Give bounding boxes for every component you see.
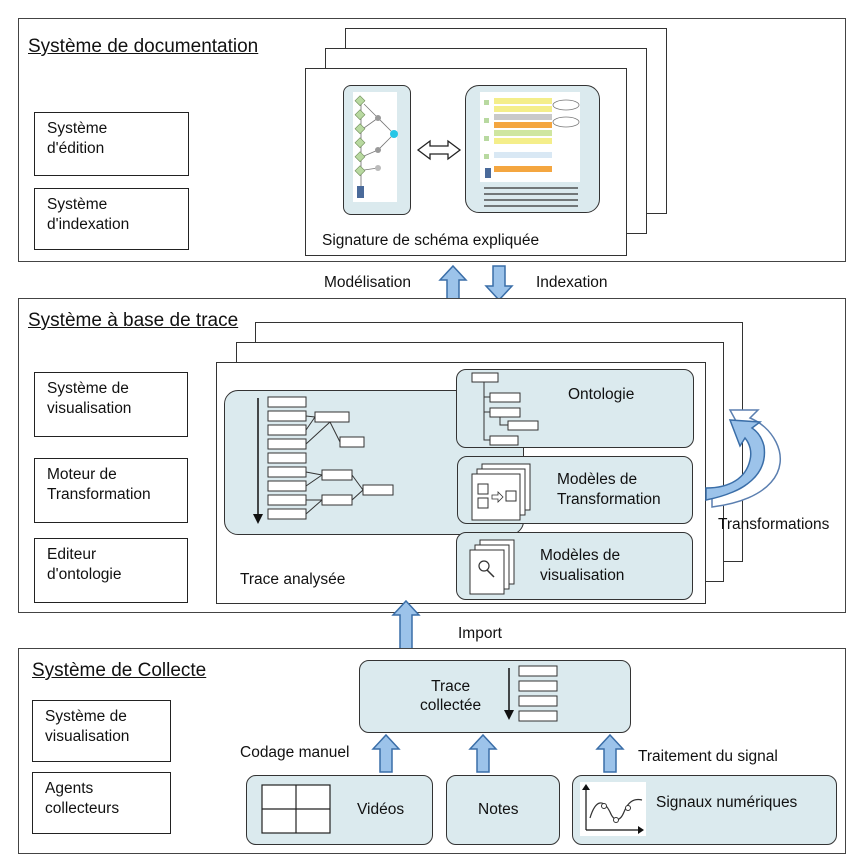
collected-trace-box: [359, 660, 631, 733]
transformations-cycle-icon: [705, 409, 781, 508]
collect-visualisation-module: Système de visualisation: [32, 700, 171, 762]
collected-trace-icon: [504, 665, 558, 722]
collector-agents-module: Agents collecteurs: [32, 772, 171, 834]
double-arrow-icon: [416, 139, 462, 161]
signal-processing-label: Traitement du signal: [638, 748, 778, 765]
explanation-content: [480, 92, 580, 207]
signal-chart-icon: [580, 782, 646, 836]
notes-arrow-icon: [468, 733, 498, 773]
transformations-label: Transformations: [718, 516, 830, 533]
transformation-engine-module: Moteur de Transformation: [34, 458, 188, 523]
visu-models-label: Modèles de visualisation: [540, 547, 625, 584]
notes-box: [446, 775, 560, 845]
ontology-tree: [471, 372, 539, 446]
indexation-module: Système d'indexation: [34, 188, 189, 250]
signals-label: Signaux numériques: [656, 794, 798, 811]
import-label: Import: [458, 625, 502, 642]
trace-visualisation-module: Système de visualisation: [34, 372, 188, 437]
indexation-arrow-icon: [484, 265, 514, 302]
manual-coding-label: Codage manuel: [240, 744, 350, 761]
visu-models-icon: [469, 539, 515, 595]
doc-caption: Signature de schéma expliquée: [322, 232, 540, 249]
notes-label: Notes: [478, 801, 519, 818]
documentation-title: Système de documentation: [28, 36, 259, 57]
analysed-trace-graph: [253, 396, 394, 524]
analysed-trace-label: Trace analysée: [240, 571, 346, 588]
video-grid-icon: [261, 784, 331, 834]
edition-module: Système d'édition: [34, 112, 189, 176]
collect-title: Système de Collecte: [32, 660, 207, 681]
modelisation-label: Modélisation: [324, 274, 412, 291]
signal-arrow-icon: [595, 733, 625, 773]
transform-models-icon: [471, 463, 531, 521]
ontology-editor-module: Editeur d'ontologie: [34, 538, 188, 603]
manual-coding-arrow-icon: [371, 733, 401, 773]
trace-title: Système à base de trace: [28, 310, 239, 331]
indexation-label: Indexation: [536, 274, 608, 291]
ontology-label: Ontologie: [568, 386, 635, 403]
videos-label: Vidéos: [357, 801, 405, 818]
collected-trace-label: Trace collectée: [420, 678, 482, 714]
schema-graph: [353, 92, 398, 202]
transform-models-label: Modèles de Transformation: [557, 471, 661, 508]
